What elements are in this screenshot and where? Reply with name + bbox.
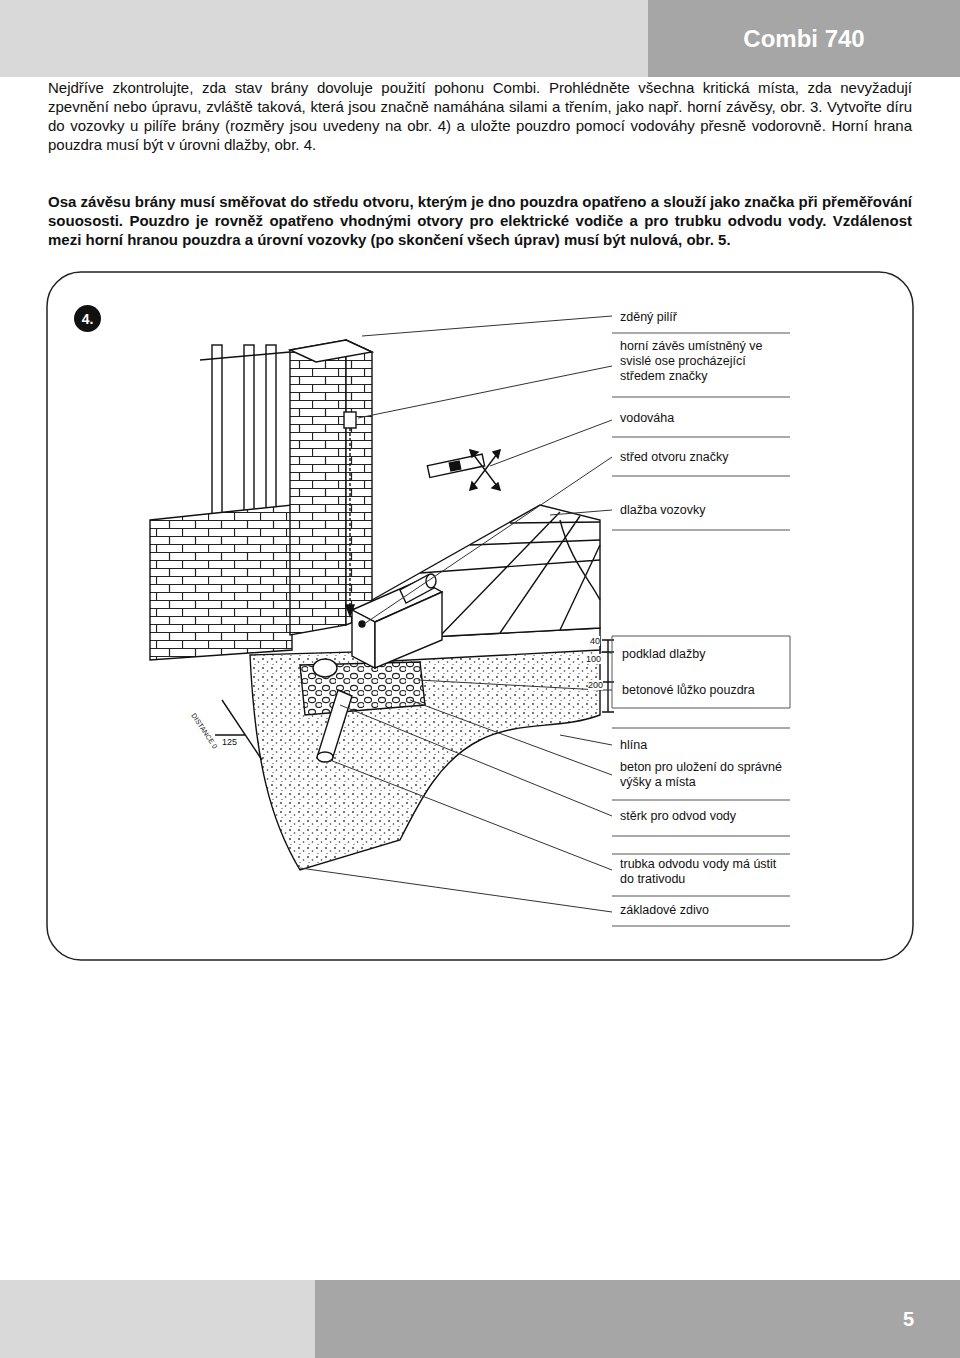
callout-label: trubka odvodu vody má ústit do trativodu [620, 857, 790, 887]
dimension-value: 40 [590, 636, 600, 646]
leader-lines [300, 316, 612, 912]
node-text: 5 [903, 1308, 914, 1331]
header-title-box: Combi 740 [648, 0, 960, 77]
callout-label: hlína [620, 738, 790, 753]
page-number-band: 5 [315, 1280, 960, 1358]
header-band [0, 0, 648, 77]
body-paragraph-bold: Osa závěsu brány musí směřovat do středu… [48, 192, 912, 249]
callout-rules [612, 333, 790, 926]
dimension-value: 200 [588, 680, 603, 690]
dimension-value: 125 [222, 737, 237, 747]
body-paragraph: Nejdříve zkontrolujte, zda stav brány do… [48, 78, 912, 154]
footer-band [0, 1280, 315, 1358]
dimension-value: 100 [586, 654, 601, 664]
installation-illustration [150, 340, 614, 870]
callout-label: betonové lůžko pouzdra [622, 683, 787, 698]
callout-label: beton pro uložení do správné výšky a mís… [620, 760, 785, 790]
callout-label: dlažba vozovky [620, 503, 790, 518]
callout-label: vodováha [620, 411, 790, 426]
callout-label: stěrk pro odvod vody [620, 809, 790, 824]
callout-label: základové zdivo [620, 903, 790, 918]
node-text: 4. [82, 311, 94, 327]
callout-label: střed otvoru značky [620, 450, 790, 465]
figure-number-badge: 4. [74, 305, 101, 332]
callout-label: zděný pilíř [620, 310, 790, 325]
callout-label: podklad dlažby [622, 647, 787, 662]
dimension-label: DISTANCE 0 [189, 712, 218, 750]
figure-frame [47, 272, 913, 960]
callout-label: horní závěs umístněný ve svislé ose proc… [620, 339, 790, 384]
node-text: Combi 740 [743, 25, 864, 53]
